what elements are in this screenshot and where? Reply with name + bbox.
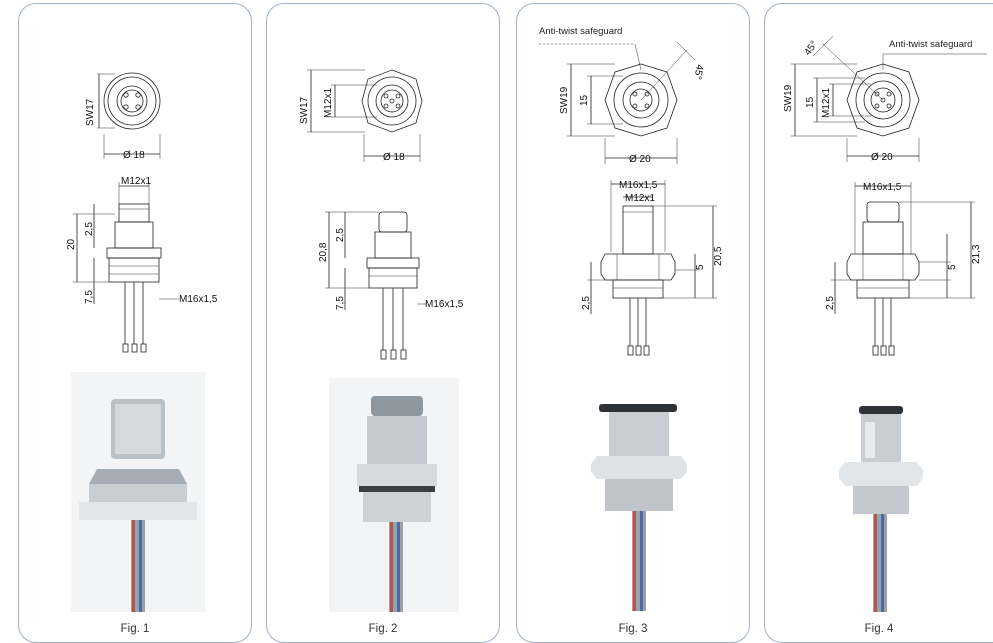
anti-twist-annotation: Anti-twist safeguard — [539, 26, 623, 37]
wrench-size-label: SW19 — [783, 84, 794, 112]
inner-thread-label: M12x1 — [323, 88, 334, 118]
wrench-size-label: SW19 — [559, 86, 570, 114]
anti-twist-annotation: Anti-twist safeguard — [889, 39, 973, 50]
front-view — [791, 35, 987, 162]
diameter-label: Ø 18 — [123, 150, 145, 161]
height-top-label: 2,5 — [84, 222, 95, 236]
thread-outer-label: M16x1,5 — [619, 180, 658, 191]
height-total-label: 20,5 — [713, 246, 724, 266]
inner-size-label: 15 — [579, 94, 590, 106]
technical-drawing-4: 45° SW19 15 M12x1 Ø 20 M16x1,5 21,3 5 2,… — [783, 35, 987, 612]
side-view — [587, 180, 717, 356]
side-view — [831, 182, 975, 356]
angle-label: 45° — [802, 39, 820, 58]
technical-drawing-3: 45° SW19 15 Ø 20 M16x1,5 M12x1 20,5 5 2 — [539, 41, 724, 611]
angle-label: 45° — [691, 63, 704, 80]
front-view — [307, 69, 423, 162]
figure-panel-2: SW17 M12x1 Ø 18 20,8 2,5 7,5 M16x1,5 — [266, 3, 500, 643]
thread-inner-label: M12x1 — [625, 193, 655, 204]
connector-photo — [839, 406, 923, 612]
height-bottom-label: 7,5 — [84, 290, 95, 304]
height-total-label: 20,8 — [318, 242, 329, 262]
front-view — [97, 72, 161, 159]
height-mid-label: 5 — [947, 264, 958, 270]
wrench-size-label: SW17 — [299, 96, 310, 124]
figure-panel-1: SW17 Ø 18 M12x1 20 2,5 7,5 M16x1,5 — [18, 3, 252, 643]
figure-caption: Fig. 2 — [368, 623, 398, 635]
thread-bottom-label: M16x1,5 — [425, 299, 464, 310]
connector-photo — [591, 404, 687, 611]
figure-panel-4: Anti-twist safeguard 45° SW19 15 M12x1 Ø — [764, 3, 993, 643]
side-view — [73, 182, 179, 353]
wrench-size-label: SW17 — [85, 98, 96, 126]
height-total-label: 20 — [66, 238, 77, 250]
connector-photo — [329, 378, 459, 612]
figure-caption: Fig. 3 — [618, 623, 648, 635]
height-bottom-label: 7,5 — [335, 296, 346, 310]
diameter-label: Ø 20 — [871, 152, 893, 163]
figure-caption: Fig. 4 — [864, 623, 894, 635]
height-bottom-label: 2,5 — [581, 296, 592, 310]
inner-size-label: 15 — [805, 96, 816, 108]
side-view — [325, 211, 427, 360]
thread-bottom-label: M16x1,5 — [179, 294, 218, 305]
thread-outer-label: M16x1,5 — [863, 182, 902, 193]
diameter-label: Ø 20 — [629, 154, 651, 165]
inner-thread-label: M12x1 — [821, 88, 832, 118]
thread-top-label: M12x1 — [121, 176, 151, 187]
height-bottom-label: 2,5 — [825, 296, 836, 310]
figure-caption: Fig. 1 — [120, 623, 150, 635]
height-top-label: 2,5 — [335, 228, 346, 242]
technical-drawing-1: SW17 Ø 18 M12x1 20 2,5 7,5 M16x1,5 — [66, 72, 218, 612]
front-view — [539, 41, 696, 164]
technical-drawing-2: SW17 M12x1 Ø 18 20,8 2,5 7,5 M16x1,5 — [299, 69, 464, 612]
height-mid-label: 5 — [695, 264, 706, 270]
connector-photo — [71, 372, 205, 612]
height-total-label: 21,3 — [971, 244, 982, 264]
figure-panel-3: Anti-twist safeguard 45° SW19 15 Ø 20 — [516, 3, 750, 643]
diameter-label: Ø 18 — [383, 152, 405, 163]
